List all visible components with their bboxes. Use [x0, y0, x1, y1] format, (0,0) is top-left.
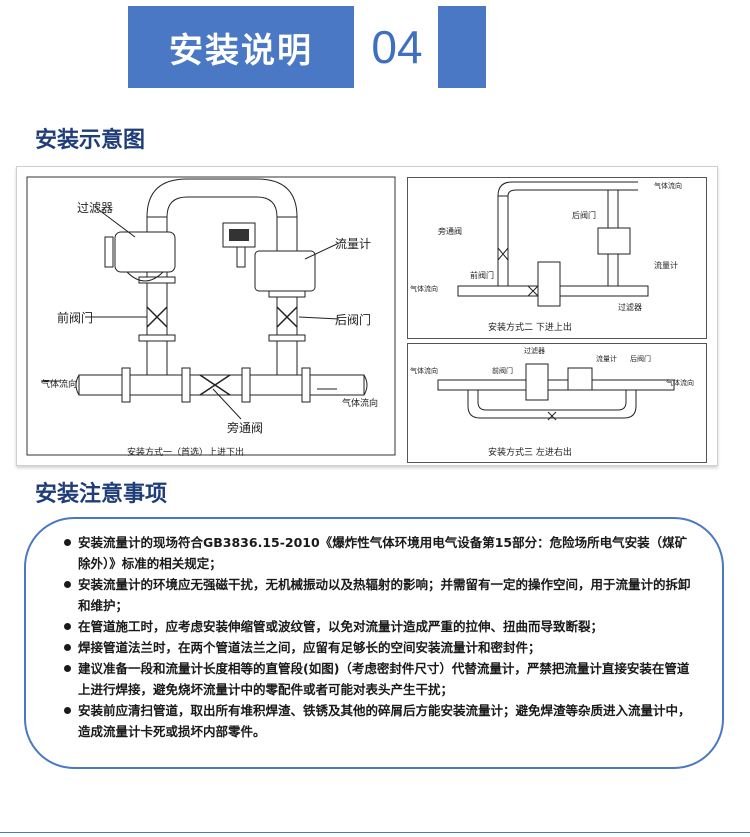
- panel-method-three: 气体流向 前阀门 流量计 后阀门 气体流向 过滤器 安装方式三 左进右出: [407, 343, 707, 463]
- bottom-divider: [0, 832, 750, 833]
- main-caption: 安装方式一（首选）上进下出: [127, 448, 245, 458]
- installation-diagram: 过滤器 流量计 前阀门 后阀门 气体流向 气体流向 旁通阀 安装方式一（首选）上…: [16, 166, 718, 466]
- main-label-front-valve: 前阀门: [57, 311, 94, 325]
- p2-label-filter: 过滤器: [618, 303, 642, 312]
- p3-label-filter: 过滤器: [524, 347, 545, 355]
- note-item: 焊接管道法兰时，在两个管道法兰之间，应留有足够长的空间安装流量计和密封件；: [64, 637, 694, 658]
- p2-caption: 安装方式二 下进上出: [488, 323, 572, 333]
- p3-label-front-valve: 前阀门: [492, 367, 513, 375]
- p2-label-flowmeter: 流量计: [654, 261, 678, 270]
- panel-method-two: 气体流向 后阀门 旁通阀 流量计 前阀门 气体流向 过滤器 安装方式二 下进上出: [407, 177, 707, 339]
- main-label-rear-valve: 后阀门: [335, 313, 372, 327]
- p3-label-flowmeter: 流量计: [596, 355, 617, 363]
- note-item: 建议准备一段和流量计长度相等的直管段(如图)（考虑密封件尺寸）代替流量计，严禁把…: [64, 658, 694, 700]
- main-label-flowmeter: 流量计: [335, 237, 372, 251]
- p2-label-rear-valve: 后阀门: [572, 211, 596, 220]
- p3-caption: 安装方式三 左进右出: [488, 448, 572, 458]
- p2-label-front-valve: 前阀门: [470, 271, 494, 280]
- note-item: 安装流量计的环境应无强磁干扰，无机械振动以及热辐射的影响；并需留有一定的操作空间…: [64, 574, 694, 616]
- p3-label-gas-left: 气体流向: [410, 367, 438, 375]
- banner-accent: [438, 6, 486, 88]
- diagram-section-title: 安装示意图: [35, 128, 146, 153]
- section-banner: 安装说明: [128, 6, 354, 88]
- p3-label-gas-right: 气体流向: [666, 379, 694, 387]
- p3-label-rear-valve: 后阀门: [630, 355, 651, 363]
- notes-section-title: 安装注意事项: [35, 482, 168, 507]
- p2-label-bypass: 旁通阀: [438, 227, 462, 236]
- method-two-diagram: [457, 181, 649, 307]
- main-installation-diagram: [26, 176, 396, 456]
- p2-label-gas-left: 气体流向: [410, 285, 438, 293]
- main-label-bypass: 旁通阀: [227, 421, 264, 435]
- note-item: 安装流量计的现场符合GB3836.15-2010《爆炸性气体环境用电气设备第15…: [64, 532, 694, 574]
- main-label-filter: 过滤器: [77, 201, 114, 215]
- p2-label-gas-top: 气体流向: [654, 182, 682, 190]
- note-item: 安装前应清扫管道，取出所有堆积焊渣、铁锈及其他的碎屑后方能安装流量计；避免焊渣等…: [64, 700, 694, 742]
- note-item: 在管道施工时，应考虑安装伸缩管或波纹管，以免对流量计造成严重的拉伸、扭曲而导致断…: [64, 616, 694, 637]
- banner-title: 安装说明: [169, 30, 313, 71]
- installation-notes: 安装流量计的现场符合GB3836.15-2010《爆炸性气体环境用电气设备第15…: [24, 517, 724, 769]
- main-label-gas-out: 气体流向: [342, 399, 379, 409]
- banner-number: 04: [356, 6, 438, 88]
- main-label-gas-in: 气体流向: [41, 380, 78, 390]
- method-three-diagram: [437, 363, 675, 421]
